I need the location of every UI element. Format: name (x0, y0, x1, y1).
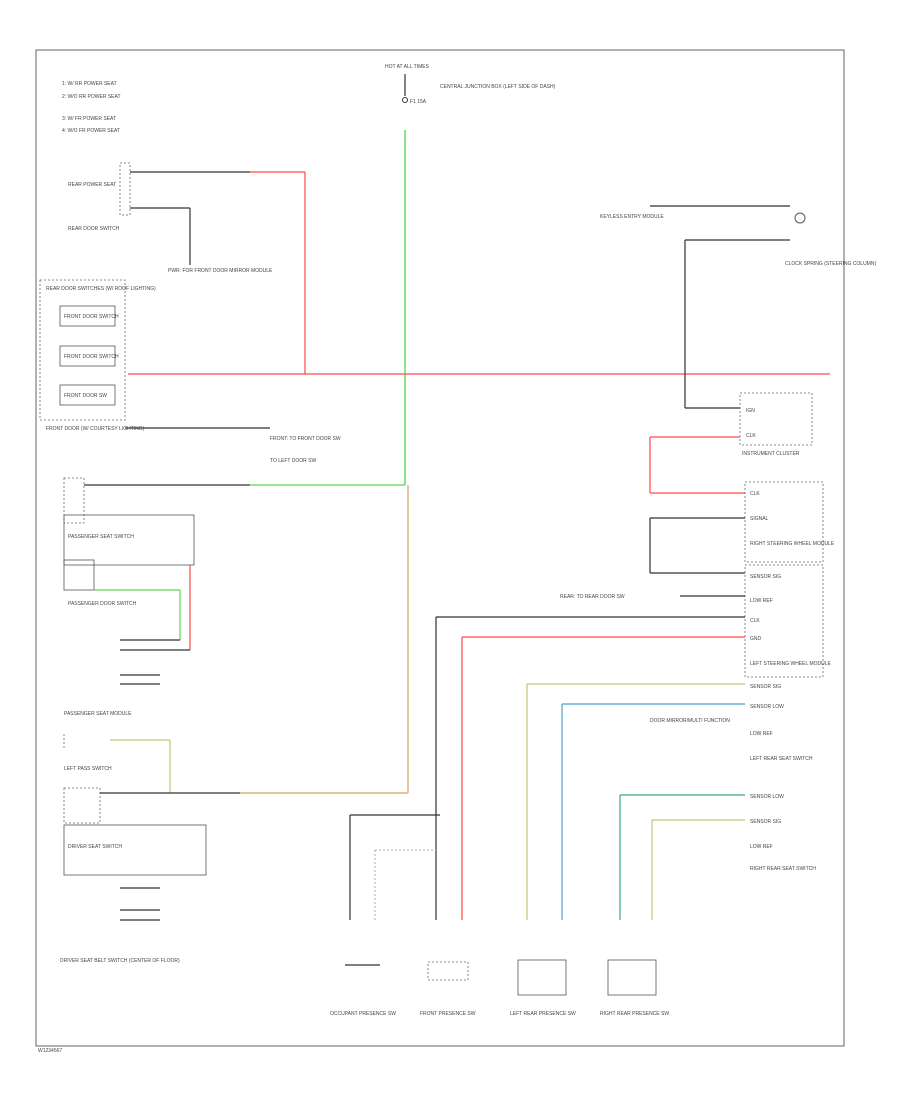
keyless-entry: KEYLESS ENTRY MODULE CLOCK SPRING (STEER… (600, 205, 876, 408)
passenger-door-switch-label: PASSENGER DOOR SWITCH (68, 601, 137, 607)
lsm-low-ref: LOW REF (750, 598, 773, 604)
passenger-seat-module-label: PASSENGER SEAT MODULE (64, 711, 132, 717)
ic-ign: IGN (746, 408, 755, 414)
passenger-seat-switch-label: PASSENGER SEAT SWITCH (68, 534, 134, 540)
front-door-switch-2-label: FRONT DOOR SWITCH (64, 354, 119, 360)
left-rear-bottom-label: LEFT REAR PRESENCE SW (510, 1011, 576, 1017)
note-2: 2: W/O RR POWER SEAT (62, 94, 121, 100)
footer-code: W1234567 (38, 1048, 62, 1054)
legend-notes: 1: W/ RR POWER SEAT 2: W/O RR POWER SEAT… (62, 81, 121, 134)
lrs-sensor-low: SENSOR LOW (750, 704, 784, 710)
right-steering-module: CLK SIGNAL RIGHT STEERING WHEEL MODULE (649, 481, 835, 574)
clock-label: CLOCK SPRING (STEERING COLUMN) (785, 261, 876, 267)
front-presence-switch: FRONT PRESENCE SW (420, 961, 476, 1017)
left-module-label: LEFT STEERING WHEEL MODULE (750, 661, 832, 667)
right-module-label: RIGHT STEERING WHEEL MODULE (750, 541, 835, 547)
rear-note: REAR: TO REAR DOOR SW (560, 594, 625, 600)
fuse-label: F1 15A (410, 99, 427, 105)
fuse-icon (402, 97, 408, 103)
rear-seat-block: REAR POWER SEAT REAR DOOR SWITCH PWR: FO… (68, 162, 273, 274)
rrs-sensor-low: SENSOR LOW (750, 794, 784, 800)
left-rear-seat-switch: SENSOR SIG SENSOR LOW DOOR MIRROR/MULTI … (526, 683, 813, 920)
front-door-sw-label: FRONT DOOR SW (64, 393, 107, 399)
note-1: 1: W/ RR POWER SEAT (62, 81, 117, 87)
left-steering-module: SENSOR SIG LOW REF CLK GND LEFT STEERING… (435, 564, 832, 920)
rsm-signal: SIGNAL (750, 516, 769, 522)
rrs-low-ref: LOW REF (750, 844, 773, 850)
front-door-lighting-box (63, 477, 85, 524)
occupant-label: OCCUPANT PRESENCE SW (330, 1011, 396, 1017)
front-note: FRONT: TO FRONT DOOR SW (270, 436, 341, 442)
lsm-sensor-sig: SENSOR SIG (750, 574, 781, 580)
left-pass-switch: LEFT PASS SWITCH (63, 734, 240, 824)
left-rear-label: LEFT REAR SEAT SWITCH (750, 756, 813, 762)
front-door-switch-label: FRONT DOOR SWITCH (64, 314, 119, 320)
rrs-sensor-sig: SENSOR SIG (750, 819, 781, 825)
left-pass-switch-label: LEFT PASS SWITCH (64, 766, 112, 772)
note-4: 4: W/O FR POWER SEAT (62, 128, 120, 134)
driver-seat-switch-label: DRIVER SEAT SWITCH (68, 844, 122, 850)
driver-seat-switch: DRIVER SEAT SWITCH DRIVER SEAT BELT SWIT… (60, 824, 207, 964)
driver-bottom-label: DRIVER SEAT BELT SWITCH (CENTER OF FLOOR… (60, 958, 180, 964)
diagram-frame (35, 49, 845, 1047)
rear-power-seat-label: REAR POWER SEAT (68, 182, 116, 188)
right-rear-presence-switch: RIGHT REAR PRESENCE SW (600, 959, 669, 1017)
rear-door-switch-label: REAR DOOR SWITCH (68, 226, 120, 232)
passenger-seat-switch: PASSENGER SEAT SWITCH PASSENGER DOOR SWI… (63, 514, 195, 717)
keyless-label: KEYLESS ENTRY MODULE (600, 214, 664, 220)
splice-pwr-note: PWR: FOR FRONT DOOR MIRROR MODULE (168, 268, 273, 274)
front-door-lighting-label: FRONT DOOR (W/ COURTESY LIGHTING) (46, 426, 145, 432)
lrs-sensor-sig: SENSOR SIG (750, 684, 781, 690)
lrs-low-ref: LOW REF (750, 731, 773, 737)
left-note: TO LEFT DOOR SW (270, 458, 316, 464)
front-door-switch-stack: REAR DOOR SWITCHES (W/ ROOF LIGHTING) FR… (39, 279, 341, 464)
ic-clk: CLK (746, 433, 756, 439)
rear-door-switches-label: REAR DOOR SWITCHES (W/ ROOF LIGHTING) (46, 286, 156, 292)
hot-label: HOT AT ALL TIMES (385, 64, 430, 70)
note-3: 3: W/ FR POWER SEAT (62, 116, 116, 122)
left-rear-presence-switch: LEFT REAR PRESENCE SW (510, 959, 576, 1017)
instrument-cluster: IGN CLK INSTRUMENT CLUSTER (649, 392, 813, 494)
lsm-gnd: GND (750, 636, 762, 642)
clock-icon (794, 212, 806, 224)
instrument-label: INSTRUMENT CLUSTER (742, 451, 800, 457)
rsm-clk: CLK (750, 491, 760, 497)
front-label: FRONT PRESENCE SW (420, 1011, 476, 1017)
right-rear-bottom-label: RIGHT REAR PRESENCE SW (600, 1011, 669, 1017)
occupant-presence-switch: OCCUPANT PRESENCE SW (330, 964, 396, 1017)
lsm-clk: CLK (750, 618, 760, 624)
door-mirror-label: DOOR MIRROR/MULTI FUNCTION (650, 718, 730, 724)
cjb-label: CENTRAL JUNCTION BOX (LEFT SIDE OF DASH) (440, 84, 556, 90)
right-rear-seat-switch: SENSOR LOW SENSOR SIG LOW REF RIGHT REAR… (619, 794, 816, 920)
right-rear-label: RIGHT REAR SEAT SWITCH (750, 866, 816, 872)
